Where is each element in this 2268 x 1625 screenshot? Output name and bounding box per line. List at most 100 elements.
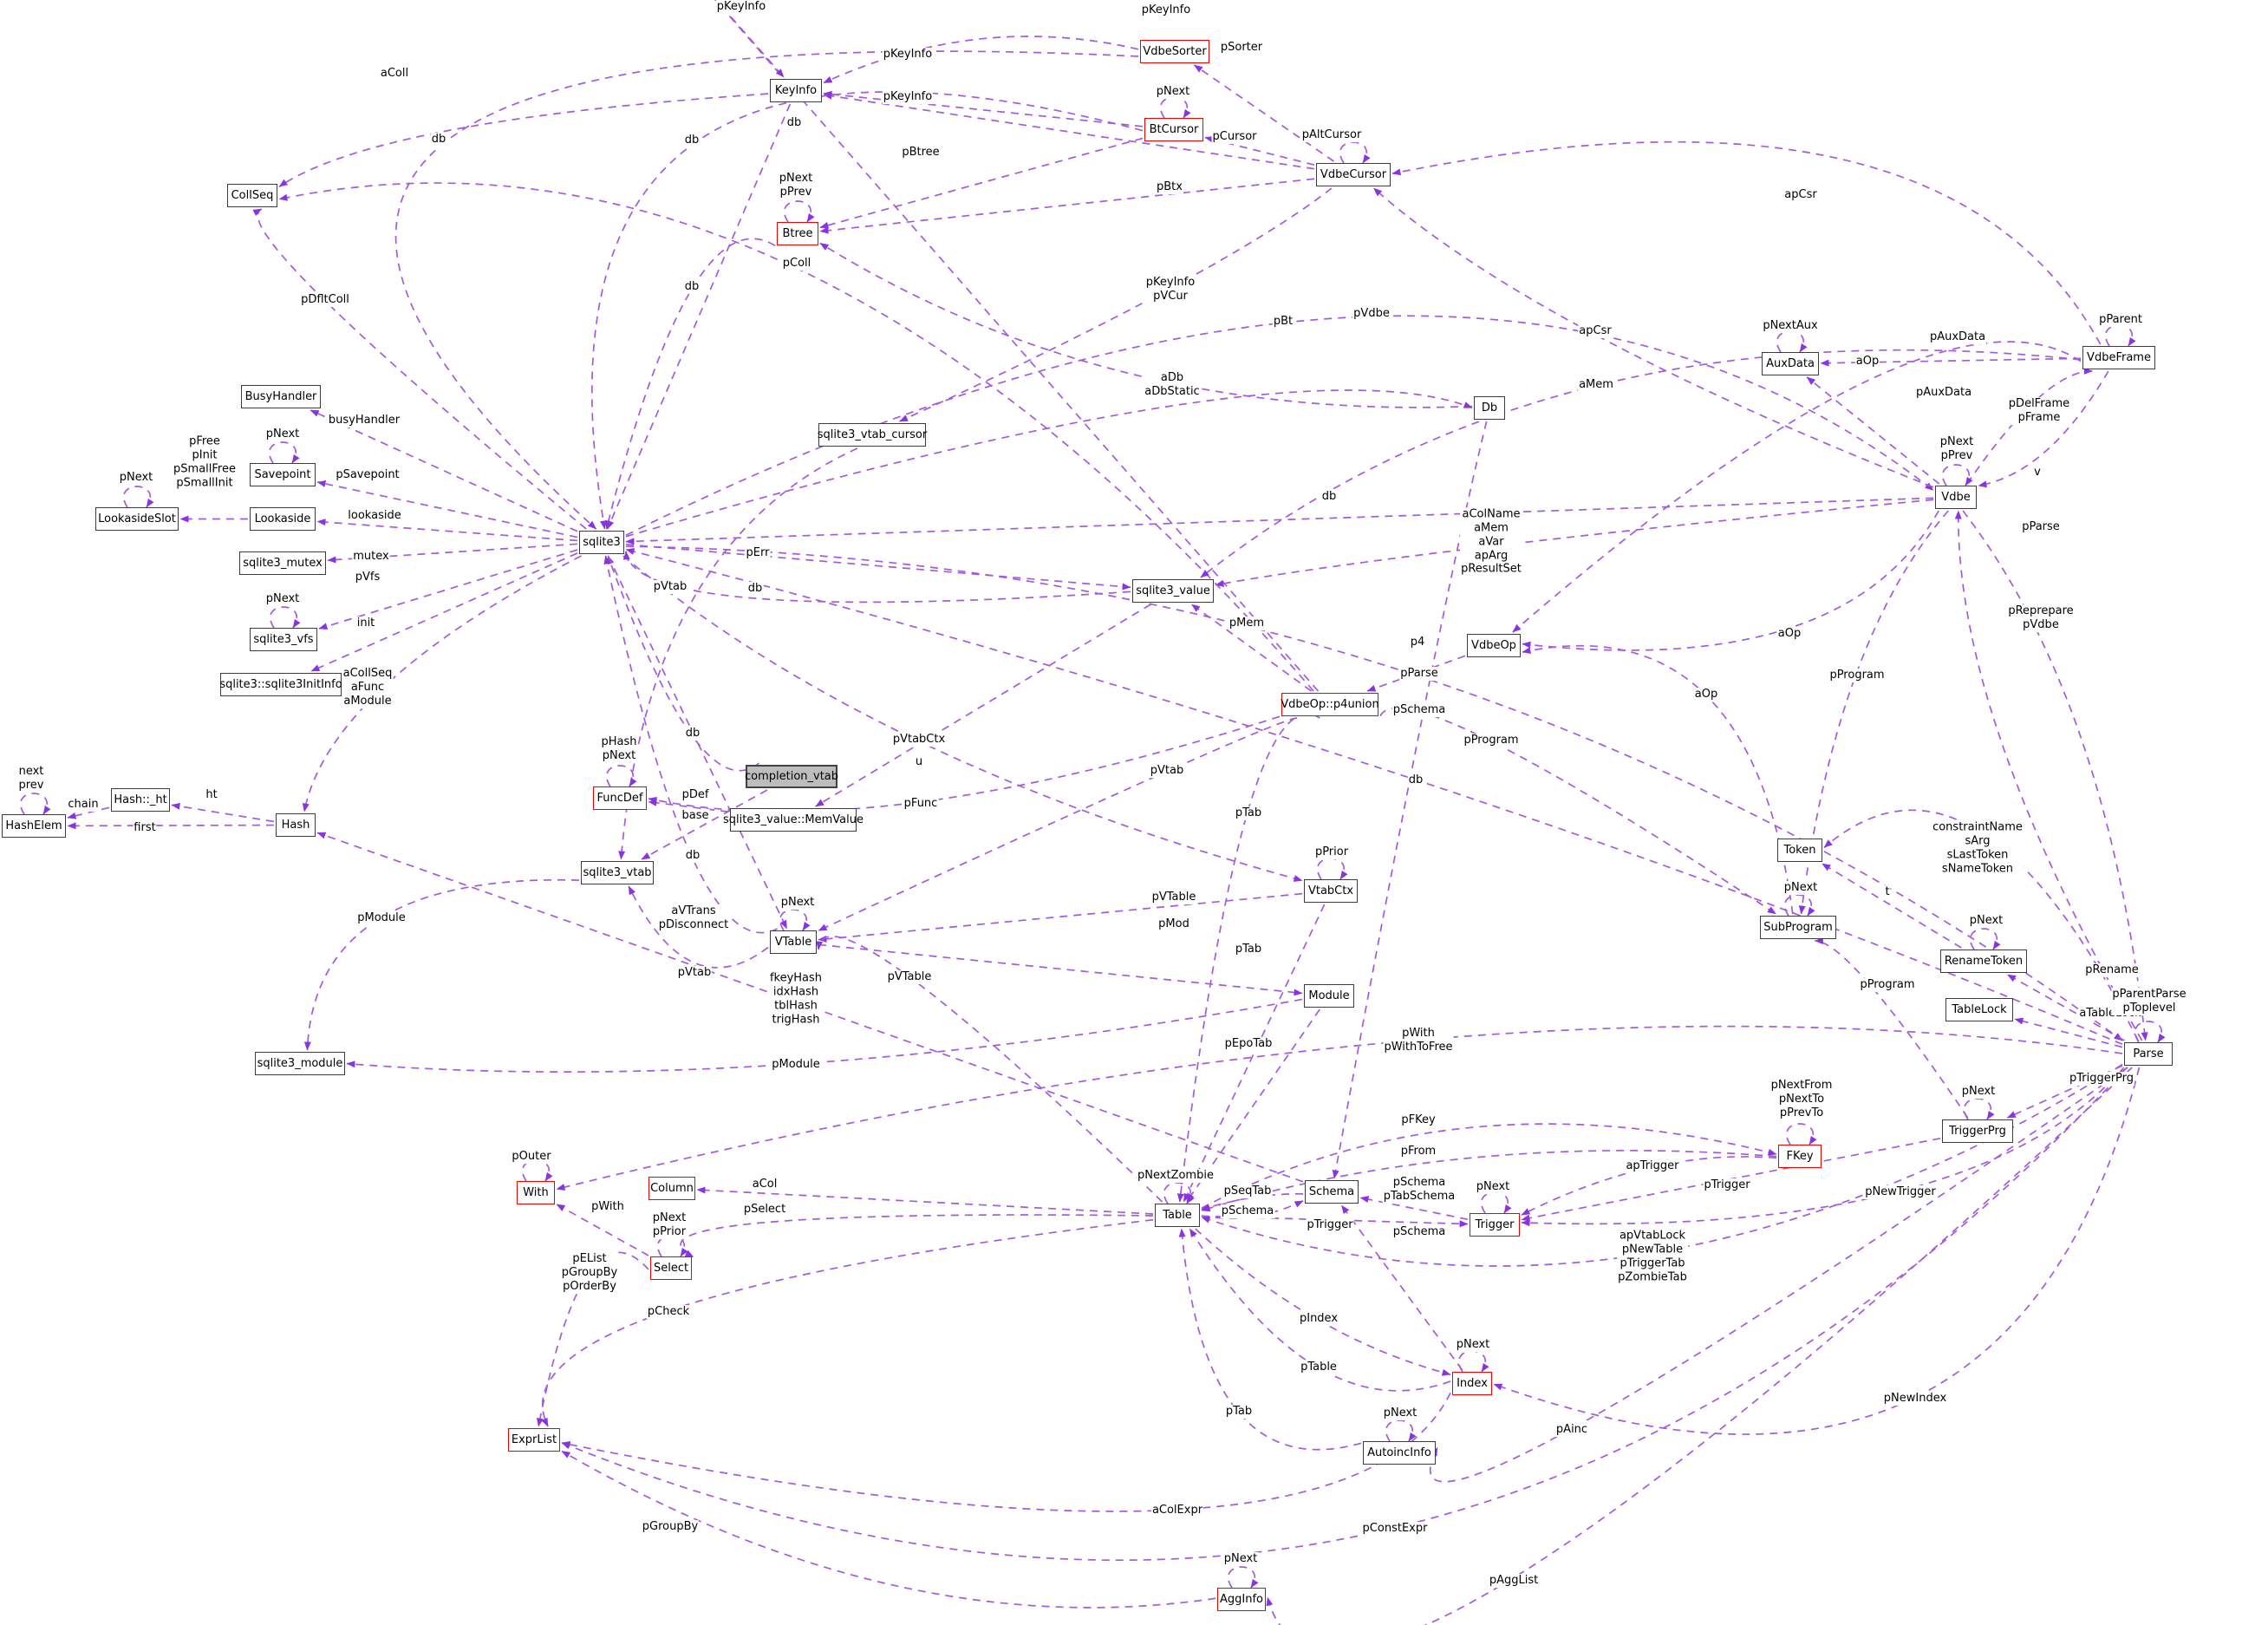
node-hashht[interactable]: Hash::_ht — [111, 788, 170, 812]
node-initinfo[interactable]: sqlite3::sqlite3InitInfo — [219, 673, 342, 696]
node-lookslot[interactable]: LookasideSlot — [95, 507, 179, 531]
node-select[interactable]: Select — [650, 1256, 692, 1280]
edge-label-vdbe-vdbeop: aOp — [1776, 627, 1802, 641]
node-index[interactable]: Index — [1452, 1372, 1492, 1395]
node-mutex[interactable]: sqlite3_mutex — [239, 551, 326, 575]
node-module[interactable]: Module — [1304, 984, 1354, 1008]
node-vdbeop[interactable]: VdbeOp — [1467, 634, 1521, 657]
node-trigger[interactable]: Trigger — [1470, 1213, 1520, 1237]
self-edge-label-hashelem: next prev — [17, 765, 45, 793]
node-tablelock[interactable]: TableLock — [1945, 998, 2013, 1021]
edge-label-table-select: pSelect — [742, 1203, 787, 1217]
edge-vdbeframe-vdbeop — [1512, 341, 2082, 633]
node-exprlist[interactable]: ExprList — [508, 1428, 560, 1452]
edge-label-parse-token: constraintName sArg sLastToken sNameToke… — [1932, 820, 2024, 876]
edge-label-vdbecursor-keyinfo: pKeyInfo — [882, 90, 934, 104]
self-edge-label-vdbecursor: pAltCursor — [1300, 128, 1363, 142]
node-p4union[interactable]: VdbeOp::p4union — [1281, 693, 1379, 716]
edge-label-sqlite3-vdbe: pVdbe — [1352, 307, 1391, 321]
edge-parse-autoinc — [1429, 1067, 2128, 1483]
edge-p4union-value — [1190, 604, 1313, 692]
node-vtable[interactable]: VTable — [770, 930, 817, 954]
node-with[interactable]: With — [517, 1181, 555, 1204]
self-edge-index — [1457, 1350, 1489, 1373]
node-vtabcursor[interactable]: sqlite3_vtab_cursor — [818, 423, 927, 447]
self-edge-btree — [783, 200, 815, 223]
node-agginfo[interactable]: AggInfo — [1217, 1588, 1266, 1611]
edge-p4union-vtable — [818, 717, 1298, 932]
node-compvtab[interactable]: completion_vtab — [745, 765, 838, 788]
edge-memvalue-funcdef — [648, 799, 729, 812]
node-autoinc[interactable]: AutoincInfo — [1363, 1441, 1436, 1465]
node-vfs[interactable]: sqlite3_vfs — [250, 628, 317, 651]
edge-label-dbstruct-btree: pBt — [1272, 315, 1294, 329]
edge-parse-index — [1493, 1067, 2141, 1435]
node-funcdef[interactable]: FuncDef — [593, 786, 647, 810]
node-keyinfo[interactable]: KeyInfo — [770, 79, 822, 102]
node-btree[interactable]: Btree — [777, 222, 818, 245]
edge-parse-agginfo — [1266, 1067, 2133, 1625]
node-renametoken[interactable]: RenameToken — [1940, 950, 2027, 973]
edge-label-vdbecursor-btcursor: pCursor — [1211, 130, 1258, 144]
node-sqlite3[interactable]: sqlite3 — [579, 531, 624, 554]
self-edge-label-vtable: pNext — [779, 896, 816, 910]
edge-module-table — [1186, 1008, 1320, 1203]
node-memvalue[interactable]: sqlite3_value::MemValue — [723, 808, 864, 832]
edge-parse-sqlite3 — [625, 548, 2123, 1046]
node-lookaside[interactable]: Lookaside — [250, 507, 316, 531]
node-vdbe[interactable]: Vdbe — [1935, 486, 1977, 509]
edge-label-vdbecursor-vtabcursor: pKeyInfo pVCur — [1144, 276, 1196, 303]
node-btcursor[interactable]: BtCursor — [1144, 118, 1203, 141]
edge-label-vdbeframe-auxdata: pAuxData — [1928, 330, 1987, 344]
node-vdbecursor[interactable]: VdbeCursor — [1316, 163, 1391, 186]
edge-vdbe-vdbeframe — [1966, 367, 2093, 485]
edge-label-p4union-collseq: pColl — [781, 257, 812, 271]
node-table[interactable]: Table — [1155, 1204, 1200, 1227]
node-dbstruct[interactable]: Db — [1474, 396, 1505, 420]
edge-label-btree-sqlite3: db — [683, 280, 701, 294]
self-edge-label-autoinc: pNext — [1382, 1406, 1418, 1420]
node-svtab[interactable]: sqlite3_vtab — [581, 861, 654, 884]
node-smodule[interactable]: sqlite3_module — [255, 1052, 345, 1075]
edge-label-select-with: pWith — [590, 1200, 625, 1214]
self-edge-hashelem — [19, 793, 51, 815]
edge-parse-trigger — [1521, 1067, 2125, 1227]
node-vdbeframe[interactable]: VdbeFrame — [2082, 346, 2155, 369]
node-column[interactable]: Column — [648, 1177, 695, 1200]
node-vtabctx[interactable]: VtabCtx — [1304, 879, 1358, 903]
node-schema[interactable]: Schema — [1305, 1180, 1359, 1204]
edge-label-fkey-table: pFrom — [1399, 1145, 1437, 1158]
node-savepoint[interactable]: Savepoint — [250, 463, 316, 486]
edge-label-memvalue-funcdef: pDef — [681, 788, 710, 802]
node-vdbesorter[interactable]: VdbeSorter — [1140, 40, 1209, 63]
edge-index-table — [1189, 1228, 1451, 1392]
edge-parse-with — [556, 1025, 2123, 1191]
edge-table-fkey — [1201, 1123, 1777, 1209]
edge-label-vtabctx-table: pTab — [1234, 943, 1263, 956]
node-token[interactable]: Token — [1777, 839, 1822, 862]
edge-label-index-exprlist: aColExpr — [1150, 1504, 1204, 1517]
edge-label-schema-table: pSeqTab — [1222, 1184, 1273, 1198]
self-edge-vtable — [779, 909, 811, 931]
node-fkey[interactable]: FKey — [1778, 1145, 1822, 1168]
node-hash[interactable]: Hash — [276, 813, 316, 837]
edge-renametoken-token — [1822, 863, 1962, 949]
node-auxdata[interactable]: AuxData — [1762, 352, 1819, 375]
edge-label-sqlite3-dbstruct: aDb aDbStatic — [1144, 371, 1201, 399]
node-busyhandler[interactable]: BusyHandler — [241, 385, 321, 408]
self-edge-label-btcursor: pNext — [1155, 85, 1191, 99]
edge-btcursor-keyinfo — [823, 90, 1144, 127]
node-value[interactable]: sqlite3_value — [1132, 579, 1214, 603]
self-edge-trigger — [1480, 1191, 1512, 1214]
edge-hashht-hashelem — [67, 806, 110, 819]
self-edge-label-select: pNext pPrior — [651, 1211, 688, 1239]
node-parse[interactable]: Parse — [2124, 1042, 2173, 1066]
self-edge-label-with: pOuter — [511, 1150, 552, 1164]
edge-vtabctx-vtable — [818, 892, 1303, 943]
self-edge-label-trigger: pNext — [1475, 1180, 1511, 1194]
edge-sqlite3-vtable — [607, 555, 788, 930]
node-hashelem[interactable]: HashElem — [2, 814, 66, 838]
node-subprogram[interactable]: SubProgram — [1760, 916, 1836, 939]
node-collseq[interactable]: CollSeq — [227, 184, 277, 207]
node-triggerprg[interactable]: TriggerPrg — [1942, 1119, 2013, 1143]
